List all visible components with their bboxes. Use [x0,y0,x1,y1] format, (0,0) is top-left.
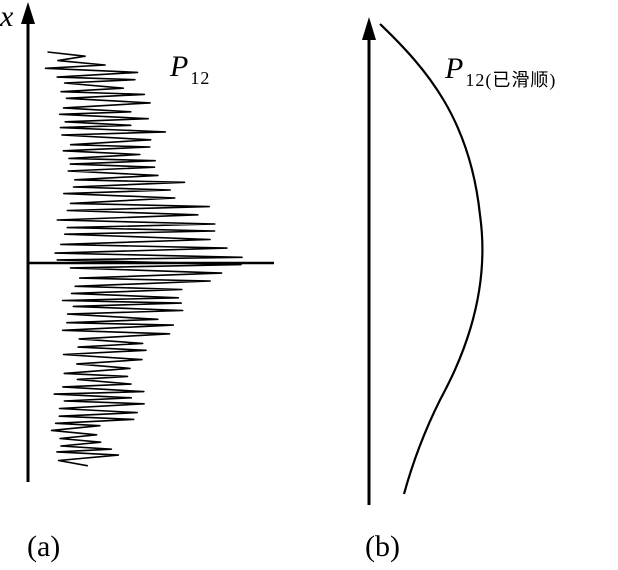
panel-a-curve-symbol: P [170,50,189,83]
panel-b [362,17,484,505]
panel-b-arrowhead [362,17,376,40]
panel-b-curve-symbol: P [445,52,464,85]
panel-a-fluctuation-curve [44,51,243,467]
x-axis-label: x [0,0,14,33]
panel-b-caption: (b) [365,530,400,563]
panel-b-curve-subscript: 12(已滑顺) [465,70,557,90]
panel-a-arrowhead [21,2,35,24]
panel-a-curve-subscript: 12 [190,68,211,88]
panel-a-caption: (a) [27,530,61,563]
panel-b-smoothed-curve [379,23,484,495]
panel-a [21,2,274,482]
